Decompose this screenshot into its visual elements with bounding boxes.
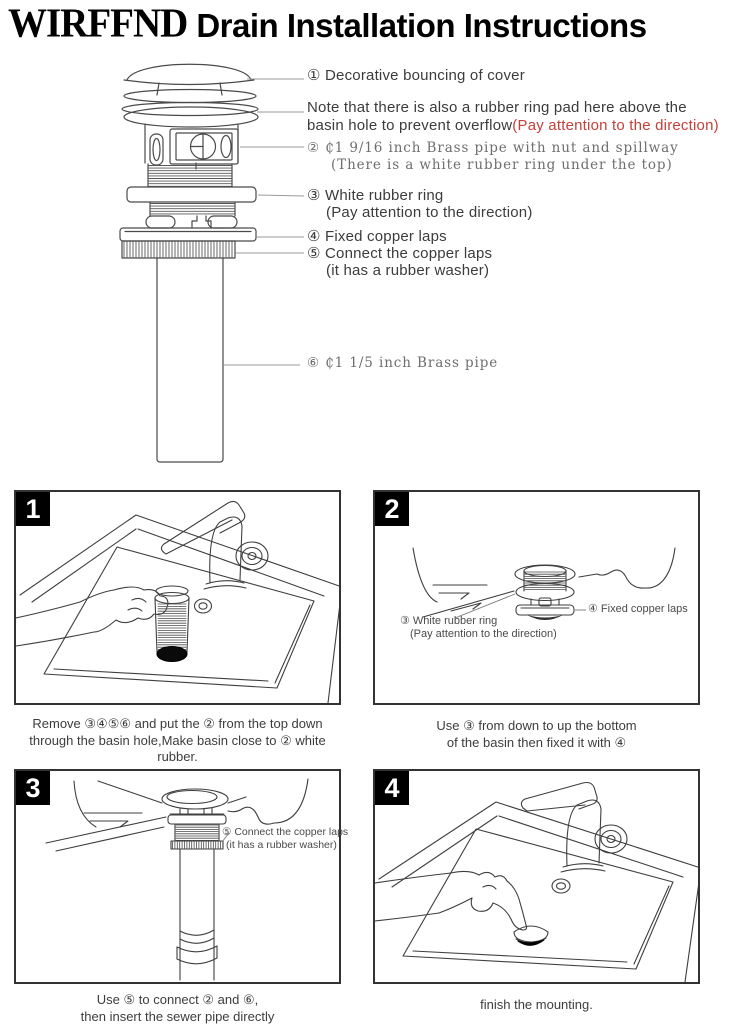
step-2-label-4: ④ Fixed copper laps [588, 603, 688, 615]
part-hatch [157, 603, 187, 651]
callout-3-sub: (Pay attention to the direction) [326, 204, 533, 221]
step-3-label-5-sub: (it has a rubber washer) [226, 839, 337, 851]
callout-5-sub: (it has a rubber washer) [326, 262, 490, 279]
step-2-number: 2 [375, 492, 409, 526]
step-1-panel: 1 [14, 490, 341, 705]
callout-5: ⑤ Connect the copper laps [307, 245, 493, 262]
step-3-illustration [45, 778, 309, 981]
step-2-panel: ③ White rubber ring (Pay attention to th… [373, 490, 700, 705]
step-4-caption: finish the mounting. [373, 997, 700, 1014]
thread-hatch [175, 824, 219, 841]
callout-3: ③ White rubber ring [307, 187, 444, 204]
page-title: Drain Installation Instructions [196, 7, 647, 44]
step-4-caption-line1: finish the mounting. [480, 997, 593, 1012]
overflow-note: Note that there is also a rubber ring pa… [307, 99, 729, 134]
step-3-number: 3 [16, 771, 50, 805]
knurl-hatch [123, 241, 233, 258]
step-2-caption-line1: Use ③ from down to up the bottom [436, 718, 637, 733]
drain-assembly-drawing [119, 63, 305, 463]
parts-diagram: ① Decorative bouncing of cover Note that… [0, 0, 729, 480]
step-2-illustration [412, 547, 676, 620]
thread-hatch-lower [149, 203, 236, 215]
note-warning: (Pay attention to the direction) [512, 116, 719, 134]
step-1-caption-line1: Remove ③④⑤⑥ and put the ② from the top d… [32, 716, 323, 731]
panel-leader-lines [454, 593, 586, 619]
callout-1: ① Decorative bouncing of cover [307, 67, 525, 84]
note-line2: basin hole to prevent overflow(Pay atten… [307, 117, 729, 135]
step-3-caption-line2: then insert the sewer pipe directly [80, 1008, 275, 1024]
step-1-illustration [16, 500, 339, 703]
step-4-illustration [375, 781, 698, 982]
step-1-caption: Remove ③④⑤⑥ and put the ② from the top d… [14, 716, 341, 766]
step-1-caption-line2: through the basin hole,Make basin close … [29, 732, 326, 765]
step-2-caption-line2: of the basin then fixed it with ④ [446, 734, 627, 750]
header: WIRFFND Drain Installation Instructions [8, 0, 647, 47]
callout-6: ⑥ ₵1 1/5 inch Brass pipe [307, 355, 499, 371]
step-2-label-3: ③ White rubber ring [400, 615, 498, 627]
callout-2: ② ₵1 9/16 inch Brass pipe with nut and s… [307, 140, 679, 156]
step-3-panel: ⑤ Connect the copper laps (it has a rubb… [14, 769, 348, 984]
step-4-panel: 4 [373, 769, 700, 984]
callout-4: ④ Fixed copper laps [307, 228, 447, 245]
step-3-label-5: ⑤ Connect the copper laps [222, 826, 349, 838]
thread-hatch-upper [147, 165, 233, 187]
leader-lines [224, 78, 305, 366]
step-2-caption: Use ③ from down to up the bottom of the … [373, 718, 700, 751]
panel-leader-lines [221, 832, 230, 843]
knurl-hatch [172, 841, 221, 849]
step-3-caption-line1: Use ⑤ to connect ② and ⑥, [96, 992, 259, 1007]
brand-logo: WIRFFND [8, 0, 188, 46]
callout-2-sub: (There is a white rubber ring under the … [331, 157, 673, 173]
step-3-caption: Use ⑤ to connect ② and ⑥, then insert th… [14, 992, 341, 1024]
note-line1: Note that there is also a rubber ring pa… [307, 99, 687, 116]
step-1-number: 1 [16, 492, 50, 526]
step-4-number: 4 [375, 771, 409, 805]
note-line2-black: basin hole to prevent overflow [307, 116, 513, 134]
step-2-label-3-sub: (Pay attention to the direction) [410, 628, 557, 640]
